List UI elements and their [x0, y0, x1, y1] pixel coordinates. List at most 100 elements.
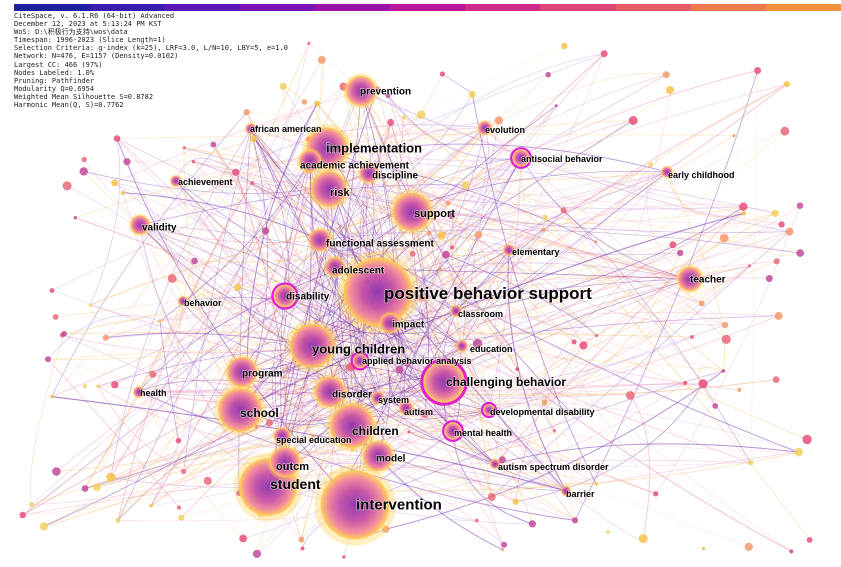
- keyword-node-developmental-disability[interactable]: [483, 404, 495, 416]
- minor-keyword-node: [96, 384, 100, 389]
- keyword-node-evolution[interactable]: [478, 121, 492, 135]
- minor-keyword-node: [426, 230, 432, 236]
- keyword-node-validity[interactable]: [130, 215, 150, 235]
- timeline-segment: [389, 4, 466, 11]
- cooccurrence-edge: [138, 367, 441, 397]
- high-centrality-ring: [271, 282, 299, 310]
- minor-keyword-node: [401, 115, 406, 120]
- minor-keyword-node: [748, 264, 752, 268]
- cooccurrence-edge: [427, 171, 668, 374]
- cooccurrence-edge: [300, 279, 567, 492]
- cooccurrence-edge: [290, 462, 751, 469]
- keyword-node-antisocial-behavior[interactable]: [512, 149, 530, 167]
- keyword-node-achievement[interactable]: [170, 175, 182, 187]
- minor-keyword-node: [437, 267, 442, 272]
- keyword-node-mental-health[interactable]: [444, 422, 462, 440]
- cooccurrence-edge: [494, 443, 799, 465]
- cooccurrence-edge: [31, 448, 353, 506]
- minor-keyword-node: [45, 356, 51, 363]
- minor-keyword-node: [182, 146, 186, 150]
- keyword-node-school[interactable]: [217, 387, 263, 433]
- keyword-node-support[interactable]: [392, 192, 432, 232]
- cooccurrence-edge: [51, 101, 305, 397]
- keyword-label-functional-assessment: functional assessment: [326, 239, 434, 250]
- minor-keyword-node: [785, 227, 794, 236]
- cooccurrence-edge: [284, 164, 652, 370]
- keyword-node-special-education[interactable]: [273, 427, 291, 445]
- cooccurrence-edge: [239, 252, 681, 411]
- keyword-node-disorder[interactable]: [314, 376, 346, 408]
- minor-keyword-node: [722, 321, 729, 329]
- cooccurrence-edge: [455, 249, 512, 312]
- keyword-node-education[interactable]: [456, 340, 468, 352]
- cooccurrence-edge: [84, 391, 331, 489]
- keyword-node-prevention[interactable]: [345, 75, 377, 107]
- cooccurrence-edge: [193, 161, 702, 304]
- cooccurrence-edge: [139, 224, 309, 371]
- cooccurrence-edge: [83, 159, 320, 352]
- minor-keyword-node: [19, 511, 27, 519]
- keyword-node-health[interactable]: [133, 386, 145, 398]
- keyword-node-autism[interactable]: [399, 401, 413, 415]
- keyword-node-program[interactable]: [226, 356, 258, 388]
- keyword-node-barrier[interactable]: [561, 486, 571, 496]
- high-centrality-ring: [480, 401, 498, 419]
- keyword-node-young-children[interactable]: [289, 323, 335, 369]
- cooccurrence-edge: [309, 160, 597, 336]
- keyword-node-discipline[interactable]: [359, 163, 379, 183]
- keyword-node-applied-behavior-analysis[interactable]: [353, 354, 367, 368]
- keyword-node-behavior[interactable]: [178, 296, 188, 306]
- cooccurrence-edge: [267, 88, 378, 488]
- keyword-node-impact[interactable]: [380, 313, 400, 333]
- keyword-node-african-american[interactable]: [245, 123, 257, 135]
- cooccurrence-edge: [172, 278, 331, 393]
- keyword-node-disability[interactable]: [274, 285, 296, 307]
- keyword-node-model[interactable]: [362, 440, 394, 472]
- cooccurrence-edge: [452, 412, 572, 443]
- keyword-node-challenging-behavior[interactable]: [423, 361, 465, 403]
- cooccurrence-edge: [399, 369, 496, 465]
- keyword-node-intervention[interactable]: [320, 470, 390, 540]
- cooccurrence-edge: [193, 161, 726, 326]
- keyword-node-elementary[interactable]: [503, 244, 515, 256]
- keyword-node-adolescent[interactable]: [325, 257, 345, 277]
- keyword-label-model: model: [376, 454, 406, 465]
- minor-keyword-node: [468, 90, 476, 98]
- minor-keyword-node: [741, 211, 747, 216]
- keyword-label-risk: risk: [330, 187, 350, 199]
- keyword-node-autism-spectrum-disorder[interactable]: [490, 459, 500, 469]
- cooccurrence-edge: [308, 169, 801, 254]
- minor-keyword-node: [554, 104, 558, 108]
- keyword-label-validity: validity: [142, 223, 177, 234]
- minor-keyword-node: [737, 387, 742, 392]
- minor-keyword-node: [61, 330, 67, 337]
- cooccurrence-edge: [445, 210, 564, 256]
- keyword-label-applied-behavior-analysis: applied behavior analysis: [362, 356, 472, 366]
- keyword-node-system[interactable]: [371, 391, 385, 405]
- keyword-node-risk[interactable]: [311, 171, 347, 207]
- keyword-node-academic-achievement[interactable]: [299, 150, 321, 172]
- minor-keyword-node: [158, 319, 162, 323]
- cooccurrence-edge: [387, 95, 522, 160]
- minor-keyword-node: [191, 257, 198, 265]
- minor-keyword-node: [106, 472, 116, 482]
- keyword-node-early-childhood[interactable]: [661, 166, 673, 178]
- keyword-node-teacher[interactable]: [677, 266, 703, 292]
- keyword-node-children[interactable]: [329, 403, 375, 449]
- keyword-node-functional-assessment[interactable]: [309, 229, 331, 251]
- keyword-node-outcm[interactable]: [269, 446, 301, 478]
- keyword-label-antisocial-behavior: antisocial behavior: [521, 154, 603, 164]
- cooccurrence-edge: [326, 147, 555, 431]
- cooccurrence-edge: [239, 172, 370, 411]
- cooccurrence-edge: [22, 459, 751, 516]
- keyword-node-positive-behavior-support[interactable]: [343, 257, 413, 327]
- minor-keyword-node: [407, 430, 411, 434]
- cooccurrence-edge: [183, 291, 379, 472]
- keyword-node-classroom[interactable]: [450, 305, 462, 317]
- keyword-label-support: support: [414, 208, 455, 220]
- minor-keyword-node: [806, 537, 813, 543]
- cooccurrence-edge: [455, 164, 652, 312]
- cooccurrence-edge: [543, 203, 776, 231]
- cooccurrence-edge: [369, 338, 496, 465]
